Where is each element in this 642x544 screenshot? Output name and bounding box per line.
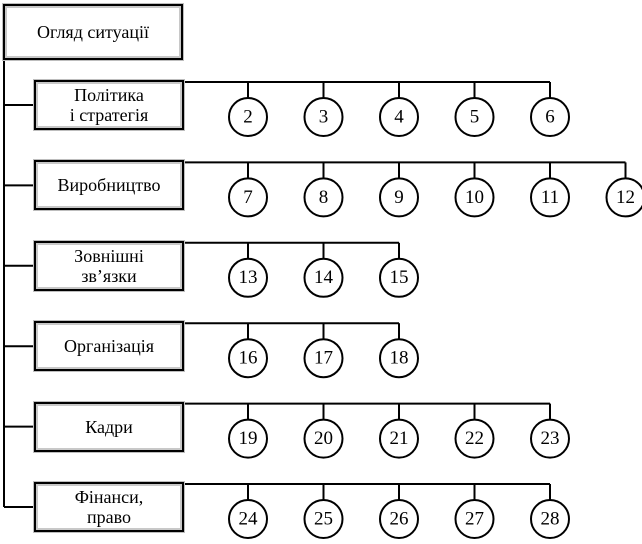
category-box: Кадри [34,401,184,452]
node-number: 4 [394,106,404,127]
node-circle [530,177,570,218]
number-node: 20 [303,418,344,459]
category-label: Виробництво [57,175,161,196]
node-circle [303,338,344,379]
category-box: Організація [34,321,184,372]
node-number: 3 [319,106,329,127]
root-label: Огляд ситуації [36,22,150,42]
node-number: 24 [239,508,259,529]
node-circle [379,257,419,298]
node-number: 8 [319,187,329,208]
node-circle [303,97,344,137]
node-number: 5 [470,106,480,127]
node-circle [228,257,268,298]
number-node: 14 [303,257,344,298]
number-node: 6 [530,97,570,137]
number-node: 26 [379,499,419,539]
node-number: 11 [541,187,559,208]
node-number: 7 [243,187,253,208]
number-node: 15 [379,257,419,298]
number-node: 16 [228,338,268,379]
node-number: 19 [239,428,258,449]
node-circle [454,97,495,137]
category-label: Кадри [85,416,133,437]
number-node: 24 [228,499,268,539]
node-number: 21 [390,428,409,449]
node-circle [379,418,419,459]
node-number: 2 [243,106,253,127]
node-number: 23 [541,428,560,449]
node-number: 9 [394,187,404,208]
node-number: 18 [390,348,409,369]
node-number: 15 [390,267,409,288]
node-number: 17 [314,348,333,369]
node-circle [454,499,495,539]
category-label: Зовнішні зв’язки [74,245,144,286]
number-node: 11 [530,177,570,218]
node-circle [303,499,344,539]
number-node: 5 [454,97,495,137]
number-node: 22 [454,418,495,459]
number-node: 3 [303,97,344,137]
number-node: 10 [454,177,495,218]
node-circle [379,499,419,539]
node-number: 16 [239,348,258,369]
number-node: 2 [228,97,268,137]
number-node: 8 [303,177,344,218]
number-node: 18 [379,338,419,379]
number-node: 13 [228,257,268,298]
node-circle [454,177,495,218]
node-number: 10 [465,187,484,208]
node-circle [303,177,344,218]
node-circle [530,97,570,137]
number-node: 9 [379,177,419,218]
number-node: 21 [379,418,419,459]
category-box: Виробництво [34,160,184,211]
number-node: 19 [228,418,268,459]
category-label: Політика і стратегія [69,85,149,125]
node-circle [379,97,419,137]
node-circle [379,177,419,218]
node-number: 14 [314,267,334,288]
number-node: 17 [303,338,344,379]
category-box: Політика і стратегія [34,80,184,130]
node-circle [454,418,495,459]
category-box: Фінанси, право [34,482,184,532]
node-circle [228,97,268,137]
category-label: Фінанси, право [74,487,144,527]
node-circle [605,177,642,218]
node-number: 12 [616,187,635,208]
node-number: 6 [545,106,555,127]
number-node: 27 [454,499,495,539]
node-number: 26 [390,508,409,529]
node-number: 13 [239,267,258,288]
category-box: Зовнішні зв’язки [34,240,184,291]
node-circle [228,418,268,459]
number-node: 28 [530,499,570,539]
node-circle [303,418,344,459]
node-circle [530,418,570,459]
node-number: 27 [465,508,484,529]
node-circle [228,338,268,379]
node-number: 20 [314,428,333,449]
number-node: 4 [379,97,419,137]
number-node: 12 [605,177,642,218]
root-box: Огляд ситуації [3,4,183,60]
number-node: 7 [228,177,268,218]
node-number: 28 [541,508,560,529]
node-number: 25 [314,508,333,529]
node-circle [303,257,344,298]
node-circle [228,177,268,218]
category-label: Організація [63,336,155,357]
number-node: 25 [303,499,344,539]
node-circle [379,338,419,379]
node-circle [228,499,268,539]
node-circle [530,499,570,539]
number-node: 23 [530,418,570,459]
node-number: 22 [465,428,484,449]
